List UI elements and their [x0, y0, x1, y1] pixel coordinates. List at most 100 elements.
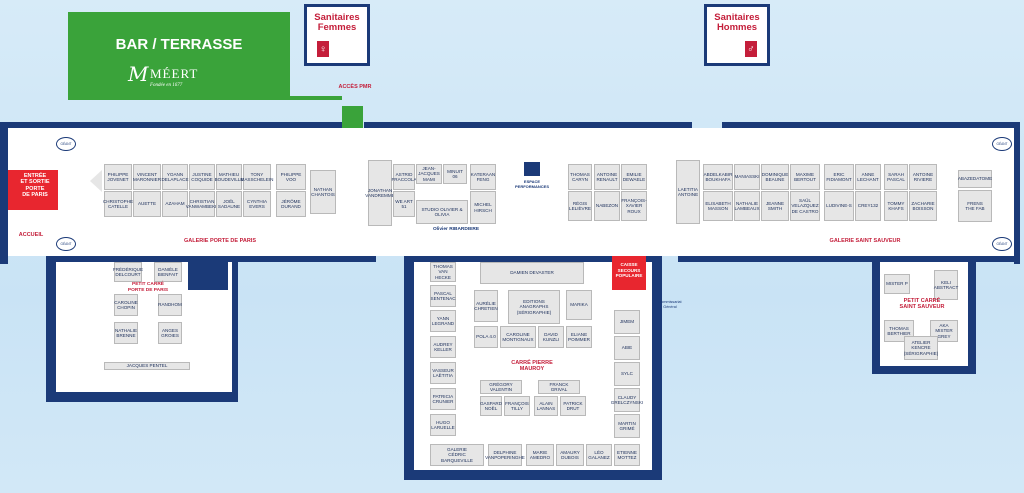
stand[interactable]: Anne LECHANT: [855, 164, 881, 190]
stand[interactable]: François TILLY: [504, 396, 530, 416]
stand[interactable]: EDITIONS ANAGRAPHS (sérigraphie): [508, 290, 560, 324]
stand[interactable]: Antoine RIVIERE: [909, 164, 937, 190]
stand[interactable]: Caroline CHOPIN: [114, 294, 138, 316]
stand[interactable]: Jacques PENTEL: [104, 362, 190, 370]
stand[interactable]: Zacharie BOISSON: [909, 191, 937, 221]
entrance-door[interactable]: [8, 170, 58, 210]
stand[interactable]: RANDHOM: [158, 294, 182, 316]
stand[interactable]: Régis LELIÈVRE: [568, 191, 592, 221]
stand[interactable]: Nathalie BRENNE: [114, 322, 138, 344]
stand[interactable]: Frédérique DELCOURT: [113, 262, 143, 282]
caisse-secours-populaire[interactable]: [612, 256, 646, 290]
stand[interactable]: Claudy GRELCZYNSKI: [611, 388, 643, 412]
stand[interactable]: ATELIER KENCRE (Sérigraphie): [904, 336, 938, 360]
stand[interactable]: Nathalie LAMBEAUX: [734, 191, 760, 221]
stand[interactable]: Thomas CARYN: [568, 164, 592, 190]
stand[interactable]: Nathan CHANTOIS: [310, 170, 336, 214]
stand[interactable]: Tommy KHAFS: [884, 191, 908, 221]
stand[interactable]: Danièle BIENFAIT: [154, 262, 182, 282]
stand[interactable]: NABEZON: [594, 191, 620, 221]
stand[interactable]: Antoine RENAULT: [594, 164, 620, 190]
stand[interactable]: JIMEM: [614, 310, 640, 334]
stand[interactable]: Yoann DELAPLACE: [161, 164, 189, 190]
stand[interactable]: Jeanne SMITH: [761, 191, 789, 221]
stand[interactable]: Audrey KELLER: [430, 336, 456, 358]
stand[interactable]: AZAHAM: [162, 191, 188, 217]
stand[interactable]: Dominique BEAUNE: [761, 164, 789, 190]
stand[interactable]: Grégory VALENTIN: [480, 380, 522, 394]
stand[interactable]: Sarah PASCAL: [884, 164, 908, 190]
stand[interactable]: Kateraan FENG: [470, 164, 496, 190]
stand[interactable]: Pascal SENTENAC: [430, 285, 456, 307]
stand[interactable]: Maniasski: [734, 164, 760, 190]
stand[interactable]: François-Xavier ROUX: [621, 191, 647, 221]
petit-carre-porte-de-paris-label: PETIT CARRÉ PORTE DE PARIS: [127, 282, 169, 293]
stand[interactable]: PHILIPPE VOO: [276, 164, 306, 190]
stand[interactable]: Joël SADAUNE: [216, 191, 242, 217]
stand[interactable]: Galerie Cédric Barqueville: [430, 444, 484, 466]
stand[interactable]: Franck GRIVAL: [538, 380, 580, 394]
stand[interactable]: Studio Olivier & Olivia: [416, 200, 468, 224]
stand[interactable]: MISTER P: [884, 274, 910, 294]
stand[interactable]: Ludivine-S: [824, 191, 854, 221]
corridor-bottom-wall: [46, 256, 188, 262]
stand[interactable]: Amaury DUBOIS: [556, 444, 584, 466]
stand[interactable]: Cynthia EVERS: [243, 191, 271, 217]
stand[interactable]: Etienne MOTTEZ: [614, 444, 640, 466]
stand[interactable]: Tony MASSCHELEIN: [241, 164, 273, 190]
stand[interactable]: Saül VELAZQUEZ DE CASTRO: [790, 191, 820, 221]
stand[interactable]: David KUNZLI: [538, 326, 564, 348]
stand[interactable]: Hugo LARUELLE: [430, 414, 456, 436]
stand[interactable]: Eliane POIMMER: [566, 326, 592, 348]
stand[interactable]: Philippe JOVENET: [104, 164, 132, 190]
stand[interactable]: Justine COQUIDE: [189, 164, 215, 190]
stand[interactable]: Yann LEGRAND: [430, 310, 456, 332]
stand[interactable]: Abdelkabir BOUKHAFA: [703, 164, 733, 190]
stand[interactable]: Minuit 06: [443, 164, 467, 184]
stand[interactable]: Jean-Jacques MAMI: [416, 164, 442, 184]
stand[interactable]: WE ART 51: [393, 191, 415, 217]
stand[interactable]: VASSEUR Laëtitia: [430, 362, 456, 384]
stand[interactable]: Aurélie CHRETIEN: [474, 290, 498, 322]
man-icon: ♂: [745, 41, 757, 57]
stand[interactable]: Maxime BERTOUT: [790, 164, 820, 190]
stand[interactable]: CREY132: [855, 191, 881, 221]
stand[interactable]: Thomas VAN HECKE: [430, 262, 456, 282]
stand[interactable]: ABIE: [614, 336, 640, 360]
stand[interactable]: ABAZEDATOME: [958, 170, 992, 188]
stand[interactable]: Léo GALANEZ: [586, 444, 612, 466]
corridor-bottom-wall: [678, 256, 1020, 262]
stand[interactable]: FRENS THE FAB: [958, 190, 992, 222]
stand[interactable]: Elisabeth MASSON: [703, 191, 733, 221]
room-wall: [404, 470, 662, 480]
stand[interactable]: Alain LANNAS: [534, 396, 558, 416]
stand[interactable]: Jérôme DURAND: [276, 191, 306, 217]
geant-marker: GÉANT: [56, 237, 76, 251]
stand[interactable]: Laetitia ANTOINE: [676, 160, 700, 224]
stand[interactable]: Astrid FRACCOLA: [392, 164, 417, 190]
stand[interactable]: Patrick DRUT: [560, 396, 586, 416]
stand[interactable]: Eric FIDIAMONT: [824, 164, 854, 190]
stand[interactable]: SylC: [614, 362, 640, 386]
stand[interactable]: Vincent MARONNIER: [133, 164, 161, 190]
stand[interactable]: Christian VANWAMBEKE: [186, 191, 218, 217]
stand[interactable]: AUETTE: [133, 191, 161, 217]
stand[interactable]: Delphine VANPOPERINGHE: [485, 444, 525, 466]
stand[interactable]: ANGES GROIES: [158, 322, 182, 344]
stand[interactable]: Emilie DEWAELE: [621, 164, 647, 190]
stand[interactable]: Michel HIRSCH: [470, 191, 496, 224]
woman-icon: ♀: [317, 41, 329, 57]
stand[interactable]: Jonathan VANDREMME: [365, 160, 395, 226]
stand[interactable]: Patricia CRUNIER: [430, 388, 456, 410]
stand[interactable]: Mathieu BOUDEVILLE: [215, 164, 243, 190]
stand[interactable]: MARIKA: [566, 290, 592, 320]
stand[interactable]: Martin GRIMÉ: [614, 414, 640, 438]
stand[interactable]: Christophe CATELLE: [103, 191, 133, 217]
stand[interactable]: POLA 4.0: [474, 326, 498, 348]
stand-label-ribardiere[interactable]: Olivier RIBARDIERE: [432, 227, 480, 232]
stand[interactable]: Damien DEVASTER: [480, 262, 584, 284]
stand[interactable]: KELI ABSTRACT: [934, 270, 958, 300]
stand[interactable]: Gaspard NOËL: [480, 396, 502, 416]
stand[interactable]: Marie AMEDRO: [526, 444, 554, 466]
stand[interactable]: Caroline MONTIGNAUX: [500, 326, 536, 348]
